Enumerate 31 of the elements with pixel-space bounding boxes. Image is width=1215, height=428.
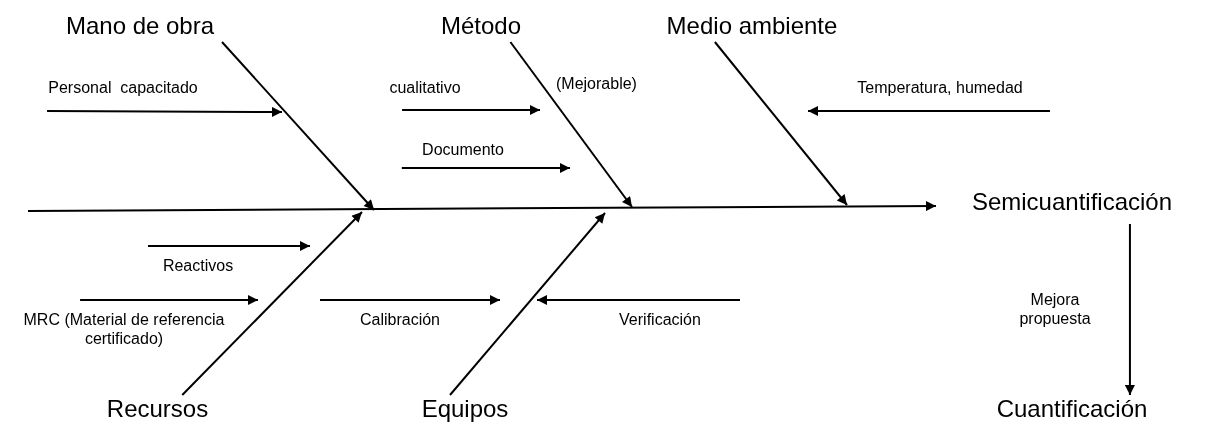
category-label: Medio ambiente: [636, 12, 868, 42]
cause-label: Personal capacitado: [22, 78, 224, 99]
arrow: [181, 211, 363, 396]
note-text: (Mejorable): [556, 74, 637, 94]
cause-label: cualitativo: [388, 78, 462, 110]
cause-label: Reactivos: [148, 256, 248, 277]
arrow: [536, 295, 741, 305]
category-label: Equipos: [405, 395, 525, 425]
arrow: [400, 163, 571, 173]
category-label: Recursos: [75, 395, 240, 425]
arrow: [449, 212, 606, 396]
category-label: Método: [432, 12, 530, 42]
cause-label: Calibración: [350, 310, 450, 331]
arrow: [509, 41, 633, 208]
arrow: [221, 41, 375, 211]
result-label: Cuantificación: [936, 395, 1208, 425]
category-label: Mano de obra: [40, 12, 240, 42]
arrow: [147, 241, 311, 251]
arrow: [401, 105, 541, 115]
cause-label: Temperatura, humedad: [830, 78, 1050, 99]
cause-label: Documento: [418, 140, 508, 161]
effect-label: Semicuantificación: [936, 188, 1208, 224]
arrow: [27, 201, 937, 212]
arrow: [807, 106, 1051, 116]
arrow: [1124, 223, 1135, 396]
arrow: [46, 106, 283, 117]
arrow: [319, 295, 501, 305]
arrow: [79, 295, 259, 305]
cause-label: Verificación: [580, 310, 740, 331]
arrow: [713, 41, 848, 206]
cause-label: MRC (Material de referencia certificado): [2, 300, 246, 352]
